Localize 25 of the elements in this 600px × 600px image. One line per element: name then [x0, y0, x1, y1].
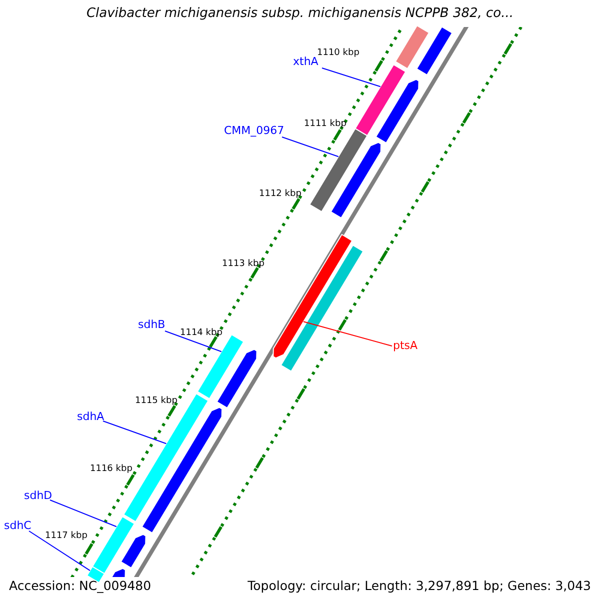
- gene-name: sdhA: [77, 410, 104, 423]
- gene-name: sdhB: [138, 318, 166, 331]
- leader-line: [164, 330, 222, 352]
- tick-label: 1116 kbp: [90, 464, 132, 474]
- gene-bar: [272, 234, 353, 359]
- gene-name: sdhC: [4, 519, 32, 532]
- gene-name: ptsA: [393, 339, 418, 352]
- gene-name: sdhD: [24, 489, 52, 502]
- gene-name: xthA: [293, 55, 318, 68]
- leader-line: [102, 420, 167, 444]
- footer-text: Accession: NC_009480: [8, 578, 152, 593]
- leader-line: [303, 321, 392, 346]
- leader-line: [282, 136, 339, 158]
- gene-bar: [308, 128, 368, 212]
- leader-line: [322, 68, 381, 88]
- leader-line: [28, 530, 90, 572]
- footer-text: Topology: circular; Length: 3,297,891 bp; Genes: 3,043: [246, 578, 592, 593]
- tick-label: 1115 kbp: [135, 396, 178, 406]
- gene-bar: [92, 516, 136, 574]
- title: Clavibacter michiganensis subsp. michiganensis NCPPB 382, co...: [85, 6, 515, 21]
- leader-line: [50, 500, 117, 528]
- gene-name: CMM_0967: [224, 124, 284, 137]
- tick-label: 1114 kbp: [180, 328, 222, 338]
- gene-bar: [354, 64, 406, 136]
- tick-label: 1111 kbp: [304, 119, 346, 129]
